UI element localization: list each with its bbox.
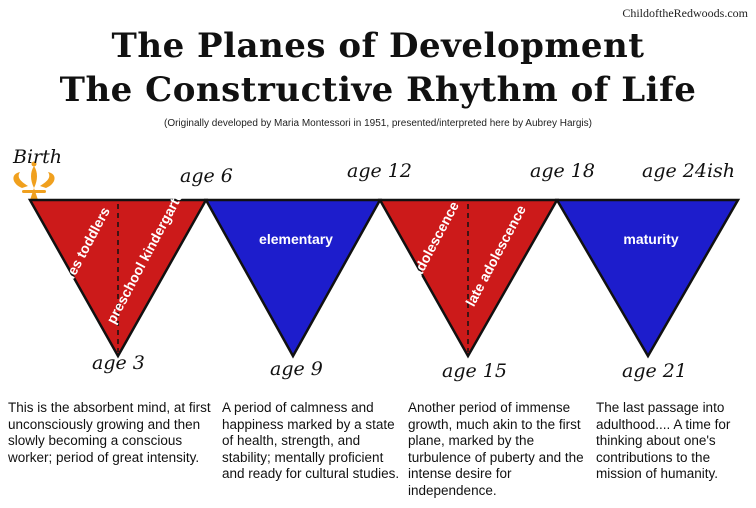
- plane-1: babies toddlers preschool kindergarten: [27, 181, 209, 359]
- plane-1-description: This is the absorbent mind, at first unc…: [8, 400, 211, 465]
- age-3-label: age 3: [92, 352, 145, 374]
- site-credit: ChildoftheRedwoods.com: [622, 6, 748, 20]
- plane-2: elementary: [203, 198, 383, 359]
- age-15-label: age 15: [442, 360, 507, 382]
- plane-2-description: A period of calmness and happiness marke…: [222, 400, 400, 481]
- age-24ish-label: age 24ish: [642, 160, 736, 182]
- page-title: The Planes of Development: [111, 26, 645, 66]
- plane-4: maturity: [554, 198, 741, 359]
- age-21-label: age 21: [622, 360, 687, 382]
- plane-3-description: Another period of immense growth, much a…: [408, 400, 584, 498]
- plane-4-triangle: [554, 198, 741, 359]
- subtitle: (Originally developed by Maria Montessor…: [163, 118, 592, 129]
- age-12-label: age 12: [347, 160, 412, 182]
- age-6-label: age 6: [180, 165, 233, 187]
- plane-2-triangle: [203, 198, 383, 359]
- birth-label: Birth: [13, 146, 62, 168]
- age-18-label: age 18: [530, 160, 595, 182]
- plane-4-description: The last passage into adulthood.... A ti…: [596, 400, 731, 481]
- flourish-icon: [13, 161, 55, 200]
- age-9-label: age 9: [270, 358, 323, 380]
- plane-4-label: maturity: [623, 231, 678, 247]
- plane-3: early adolescence late adolescence: [377, 198, 560, 359]
- plane-2-label: elementary: [259, 231, 333, 247]
- page-title-line-2: The Constructive Rhythm of Life: [59, 70, 697, 110]
